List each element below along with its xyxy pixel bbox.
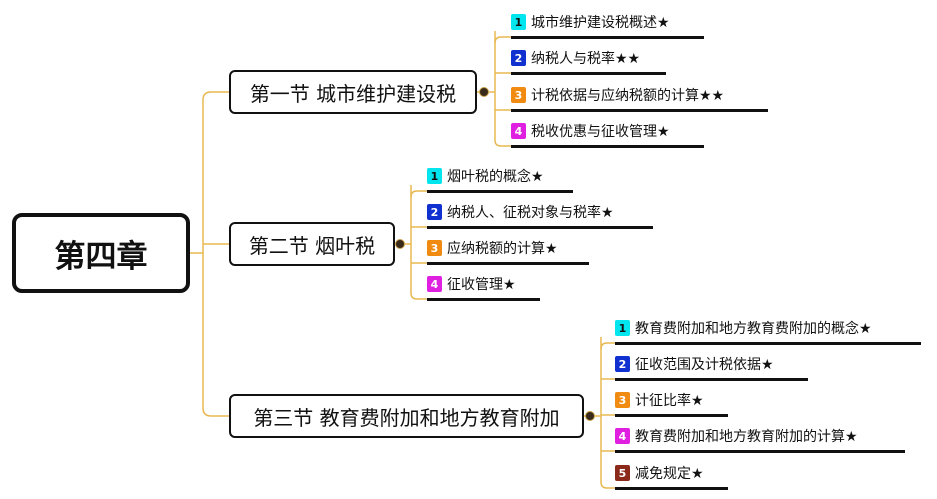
branch-connector (600, 342, 615, 350)
root-title: 第四章 (54, 238, 148, 275)
number-badge: 2 (427, 204, 442, 220)
section-node-1[interactable]: 第一节 城市维护建设税 (229, 70, 477, 114)
number-badge: 4 (427, 276, 442, 292)
leaf-underline (427, 226, 653, 229)
leaf-underline (615, 487, 728, 490)
leaf-underline (511, 109, 768, 112)
leaf-underline (615, 378, 808, 381)
leaf-text: 减免规定★ (635, 466, 704, 482)
branch-connector (494, 139, 511, 147)
leaf-text: 征收范围及计税依据★ (635, 357, 774, 373)
leaf-item[interactable]: 3 计征比率★ (615, 389, 704, 411)
number-badge: 1 (615, 320, 630, 336)
leaf-underline (511, 72, 666, 75)
leaf-item[interactable]: 2 纳税人与税率★★ (511, 47, 640, 69)
leaf-text: 教育费附加和地方教育附加的计算★ (635, 429, 858, 445)
branch-connector (410, 292, 427, 300)
leaf-item[interactable]: 5 减免规定★ (615, 462, 704, 484)
number-badge: 1 (511, 14, 526, 30)
number-badge: 4 (511, 123, 526, 139)
leaf-item[interactable]: 1 烟叶税的概念★ (427, 165, 544, 187)
leaf-text: 教育费附加和地方教育费附加的概念★ (635, 321, 872, 337)
number-badge: 2 (615, 356, 630, 372)
leaf-item[interactable]: 2 纳税人、征税对象与税率★ (427, 201, 614, 223)
leaf-item[interactable]: 1 城市维护建设税概述★ (511, 11, 670, 33)
leaf-underline (615, 450, 905, 453)
root-node[interactable]: 第四章 (12, 213, 190, 293)
number-badge: 3 (427, 240, 442, 256)
leaf-item[interactable]: 1 教育费附加和地方教育费附加的概念★ (615, 317, 872, 339)
section-node-3[interactable]: 第三节 教育费附加和地方教育附加 (229, 394, 584, 438)
branch-connector (494, 36, 511, 44)
leaf-underline (427, 262, 589, 265)
leaf-text: 纳税人、征税对象与税率★ (447, 205, 614, 221)
leaf-text: 计税依据与应纳税额的计算★★ (531, 88, 725, 104)
leaf-text: 纳税人与税率★★ (531, 51, 641, 67)
section-title: 第三节 教育费附加和地方教育附加 (253, 405, 560, 430)
number-badge: 2 (511, 50, 526, 66)
leaf-underline (511, 36, 704, 39)
leaf-text: 应纳税额的计算★ (447, 241, 558, 257)
number-badge: 3 (615, 392, 630, 408)
branch-connector (600, 481, 615, 489)
section-node-2[interactable]: 第二节 烟叶税 (229, 222, 395, 266)
leaf-underline (615, 414, 728, 417)
section-title: 第二节 烟叶税 (248, 233, 376, 258)
leaf-item[interactable]: 4 教育费附加和地方教育附加的计算★ (615, 425, 858, 447)
section-connector (202, 407, 229, 417)
leaf-text: 城市维护建设税概述★ (531, 15, 670, 31)
number-badge: 3 (511, 87, 526, 103)
leaf-text: 烟叶税的概念★ (447, 169, 544, 185)
leaf-text: 征收管理★ (447, 277, 516, 293)
section-title: 第一节 城市维护建设税 (249, 81, 457, 106)
leaf-item[interactable]: 3 计税依据与应纳税额的计算★★ (511, 84, 724, 106)
leaf-underline (511, 145, 704, 148)
leaf-item[interactable]: 4 征收管理★ (427, 273, 516, 295)
leaf-item[interactable]: 2 征收范围及计税依据★ (615, 353, 774, 375)
number-badge: 5 (615, 465, 630, 481)
collapse-dot[interactable] (395, 239, 405, 249)
number-badge: 4 (615, 428, 630, 444)
number-badge: 1 (427, 168, 442, 184)
collapse-dot[interactable] (585, 411, 595, 421)
leaf-text: 计征比率★ (635, 393, 704, 409)
leaf-underline (615, 342, 921, 345)
leaf-underline (427, 190, 573, 193)
leaf-item[interactable]: 3 应纳税额的计算★ (427, 237, 558, 259)
branch-connector (410, 190, 427, 198)
section-connector (202, 91, 229, 101)
leaf-item[interactable]: 4 税收优惠与征收管理★ (511, 120, 670, 142)
leaf-underline (427, 298, 540, 301)
collapse-dot[interactable] (479, 87, 489, 97)
leaf-text: 税收优惠与征收管理★ (531, 124, 670, 140)
